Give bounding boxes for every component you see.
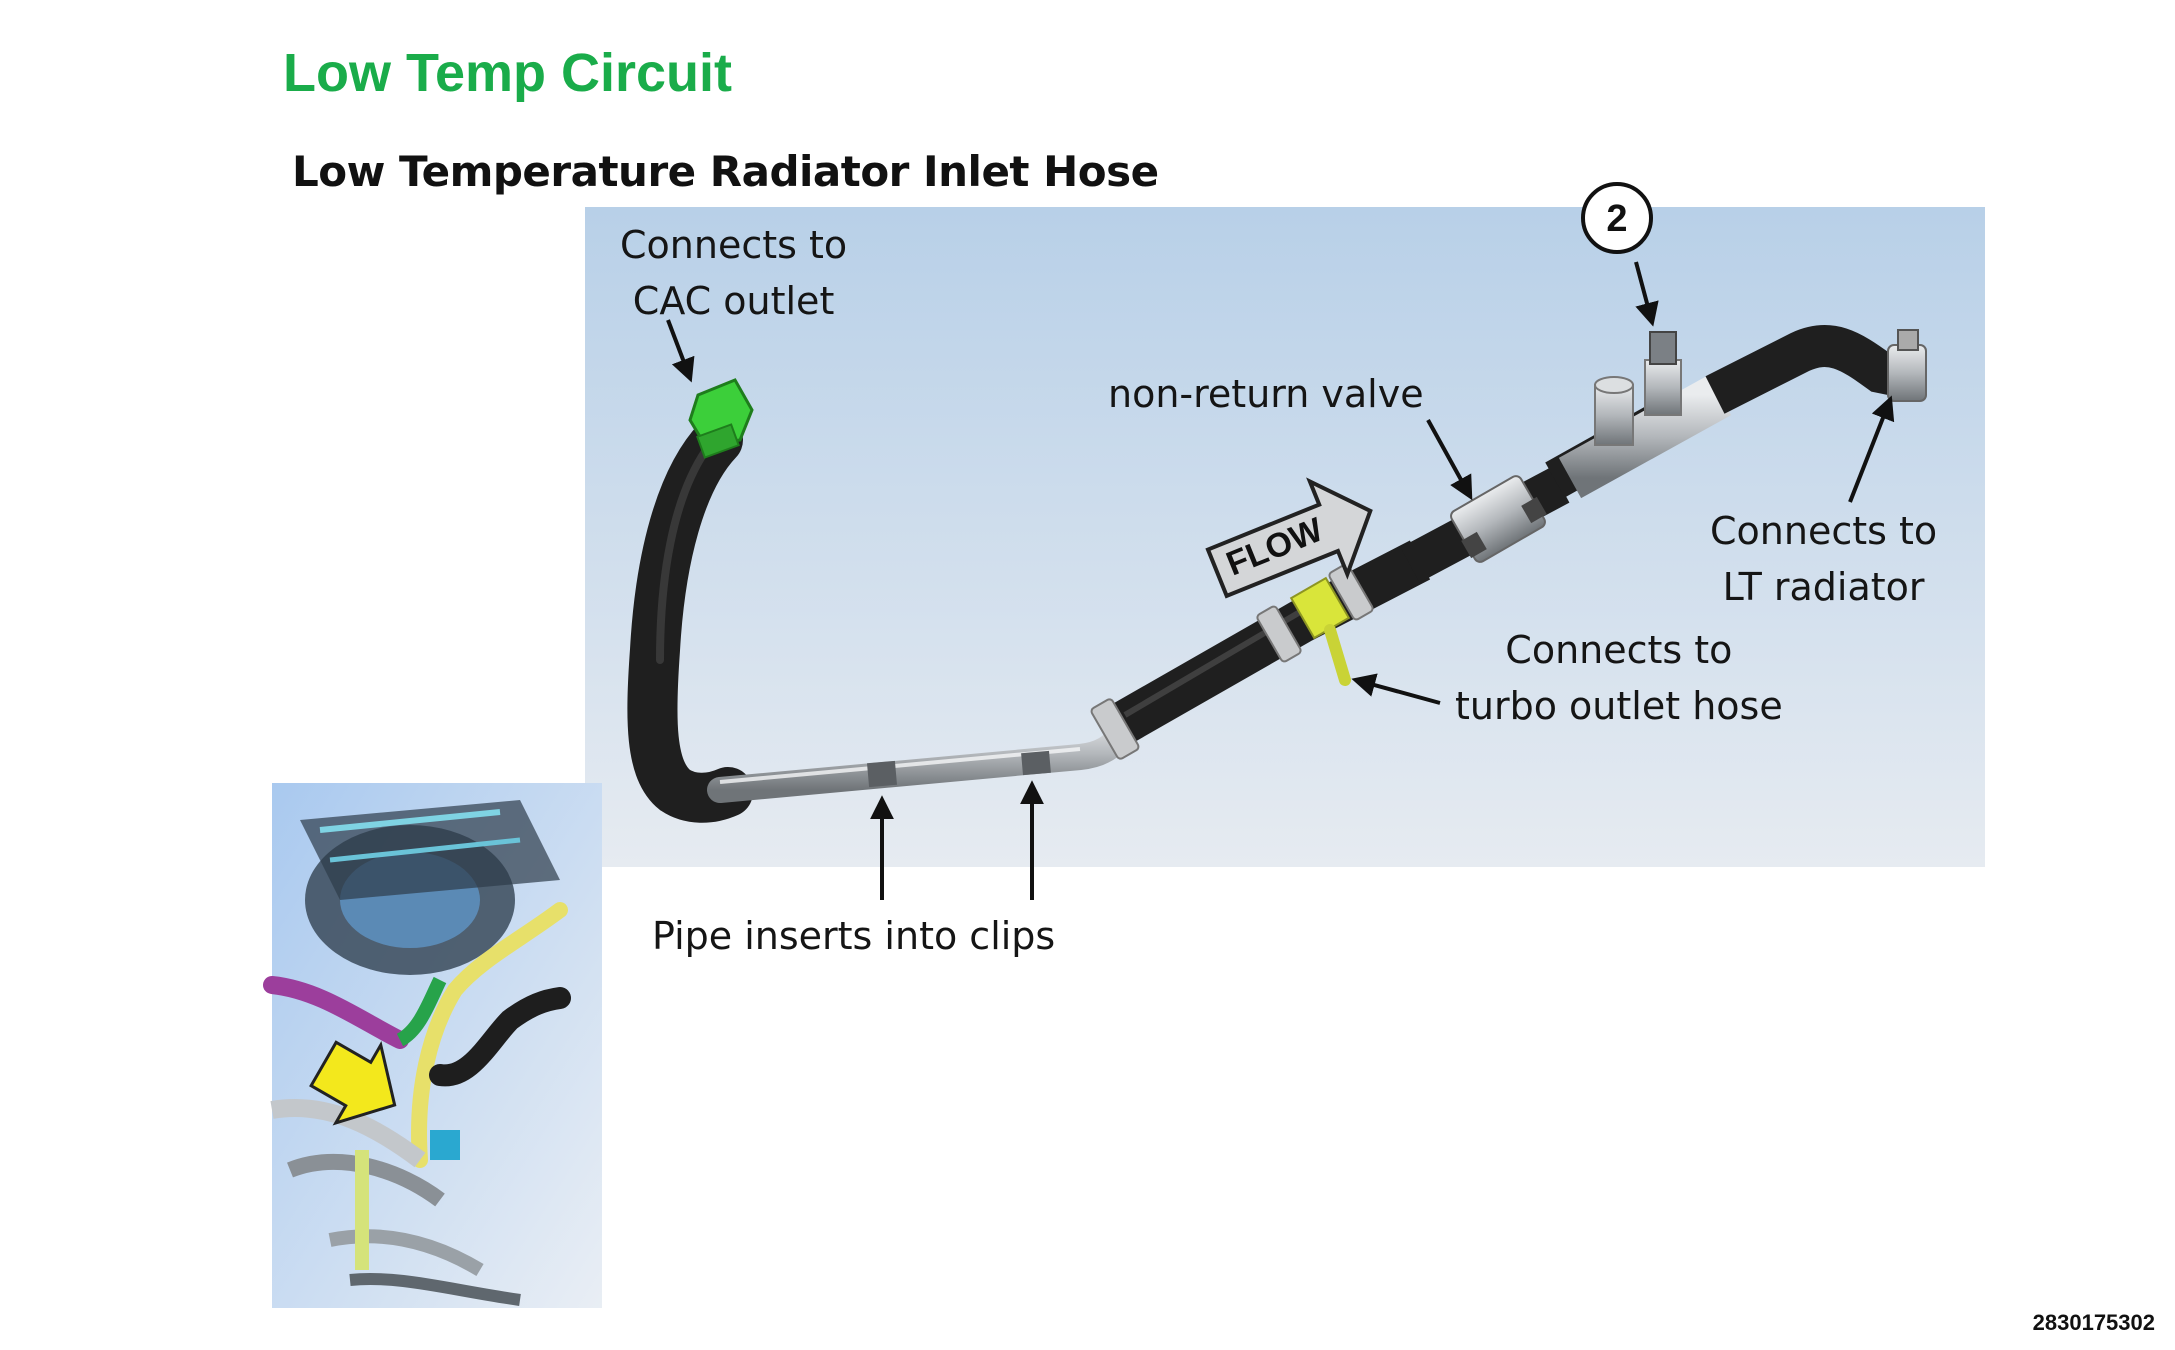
arrow-lt bbox=[1848, 395, 1895, 503]
cac-fitting bbox=[688, 378, 754, 459]
label-turbo-line1: Connects to bbox=[1505, 628, 1733, 672]
label-cac: Connects to CAC outlet bbox=[620, 217, 847, 329]
turbo-tee-fitting bbox=[1289, 576, 1351, 686]
arrow-cac bbox=[666, 319, 695, 383]
label-clips: Pipe inserts into clips bbox=[652, 914, 1056, 958]
label-lt-line2: LT radiator bbox=[1722, 565, 1925, 609]
label-cac-line1: Connects to bbox=[620, 223, 848, 267]
pipe-clip-2 bbox=[1021, 750, 1051, 776]
label-cac-line2: CAC outlet bbox=[632, 279, 835, 323]
arrow-valve bbox=[1426, 419, 1473, 501]
label-lt-line1: Connects to bbox=[1710, 509, 1938, 553]
page-subtitle: Low Temperature Radiator Inlet Hose bbox=[292, 147, 1159, 196]
document-id: 2830175302 bbox=[2032, 1310, 2155, 1335]
label-turbo: Connects to turbo outlet hose bbox=[1455, 622, 1783, 734]
lt-radiator-connector bbox=[1887, 329, 1927, 402]
main-hose bbox=[1109, 540, 1431, 745]
label-valve: non-return valve bbox=[1108, 372, 1424, 416]
non-return-valve bbox=[1450, 475, 1547, 563]
arrow-callout bbox=[1634, 261, 1659, 327]
page-title: Low Temp Circuit bbox=[283, 43, 733, 103]
location-inset bbox=[263, 783, 602, 1308]
callout-circle bbox=[1581, 182, 1653, 254]
arrow-turbo bbox=[1351, 673, 1441, 705]
label-lt: Connects to LT radiator bbox=[1710, 503, 1937, 615]
manifold-tee bbox=[1558, 331, 1732, 499]
callout-number: 2 bbox=[1606, 198, 1627, 240]
flow-arrow bbox=[1205, 477, 1373, 599]
pipe-clip-1 bbox=[867, 760, 897, 788]
label-turbo-line2: turbo outlet hose bbox=[1455, 684, 1783, 728]
